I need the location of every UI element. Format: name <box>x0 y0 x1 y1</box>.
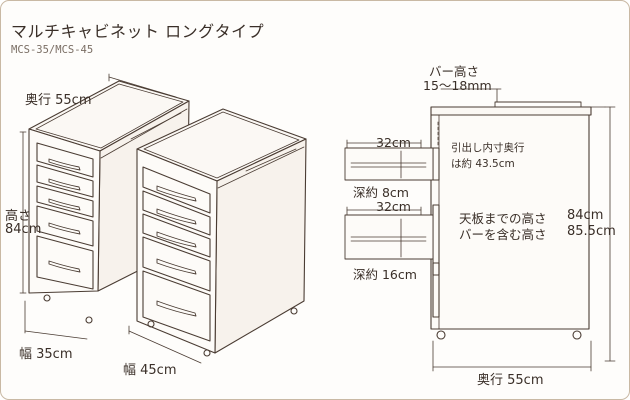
large-cabinet-illustration <box>136 108 307 357</box>
top-drawer-depth-label: 深約 8cm <box>353 185 409 200</box>
height-855-label: 85.5cm <box>567 224 616 239</box>
inner-depth-label-line2: は約 43.5cm <box>451 158 515 170</box>
height-84-label: 84cm <box>567 208 604 223</box>
width-large-label: 幅 45cm <box>123 363 177 378</box>
bottom-drawer-depth-label: 深約 16cm <box>353 267 417 282</box>
side-depth-label: 奥行 55cm <box>477 373 544 388</box>
top-height-label-line2: バーを含む高さ <box>459 227 547 242</box>
left-dimension-lines <box>19 73 202 364</box>
bar-height-label-line2: 15～18mm <box>423 78 492 93</box>
top-height-label-line1: 天板までの高さ <box>459 211 547 226</box>
product-title: マルチキャビネット ロングタイプ <box>11 22 265 41</box>
width-small-label: 幅 35cm <box>19 347 73 362</box>
depth-label: 奥行 55cm <box>25 93 92 108</box>
height-label-line2: 84cm <box>5 222 42 237</box>
height-label-line1: 高さ <box>5 209 32 224</box>
inner-depth-label-line1: 引出し内寸奥行 <box>451 142 525 154</box>
bar-height-label-line1: バー高さ <box>429 64 480 79</box>
bottom-drawer-width-label: 32cm <box>376 199 411 214</box>
model-number: MCS-35/MCS-45 <box>11 44 94 56</box>
side-dimension-lines <box>346 88 616 372</box>
side-view-cabinet <box>344 101 592 340</box>
top-drawer-width-label: 32cm <box>376 135 411 150</box>
